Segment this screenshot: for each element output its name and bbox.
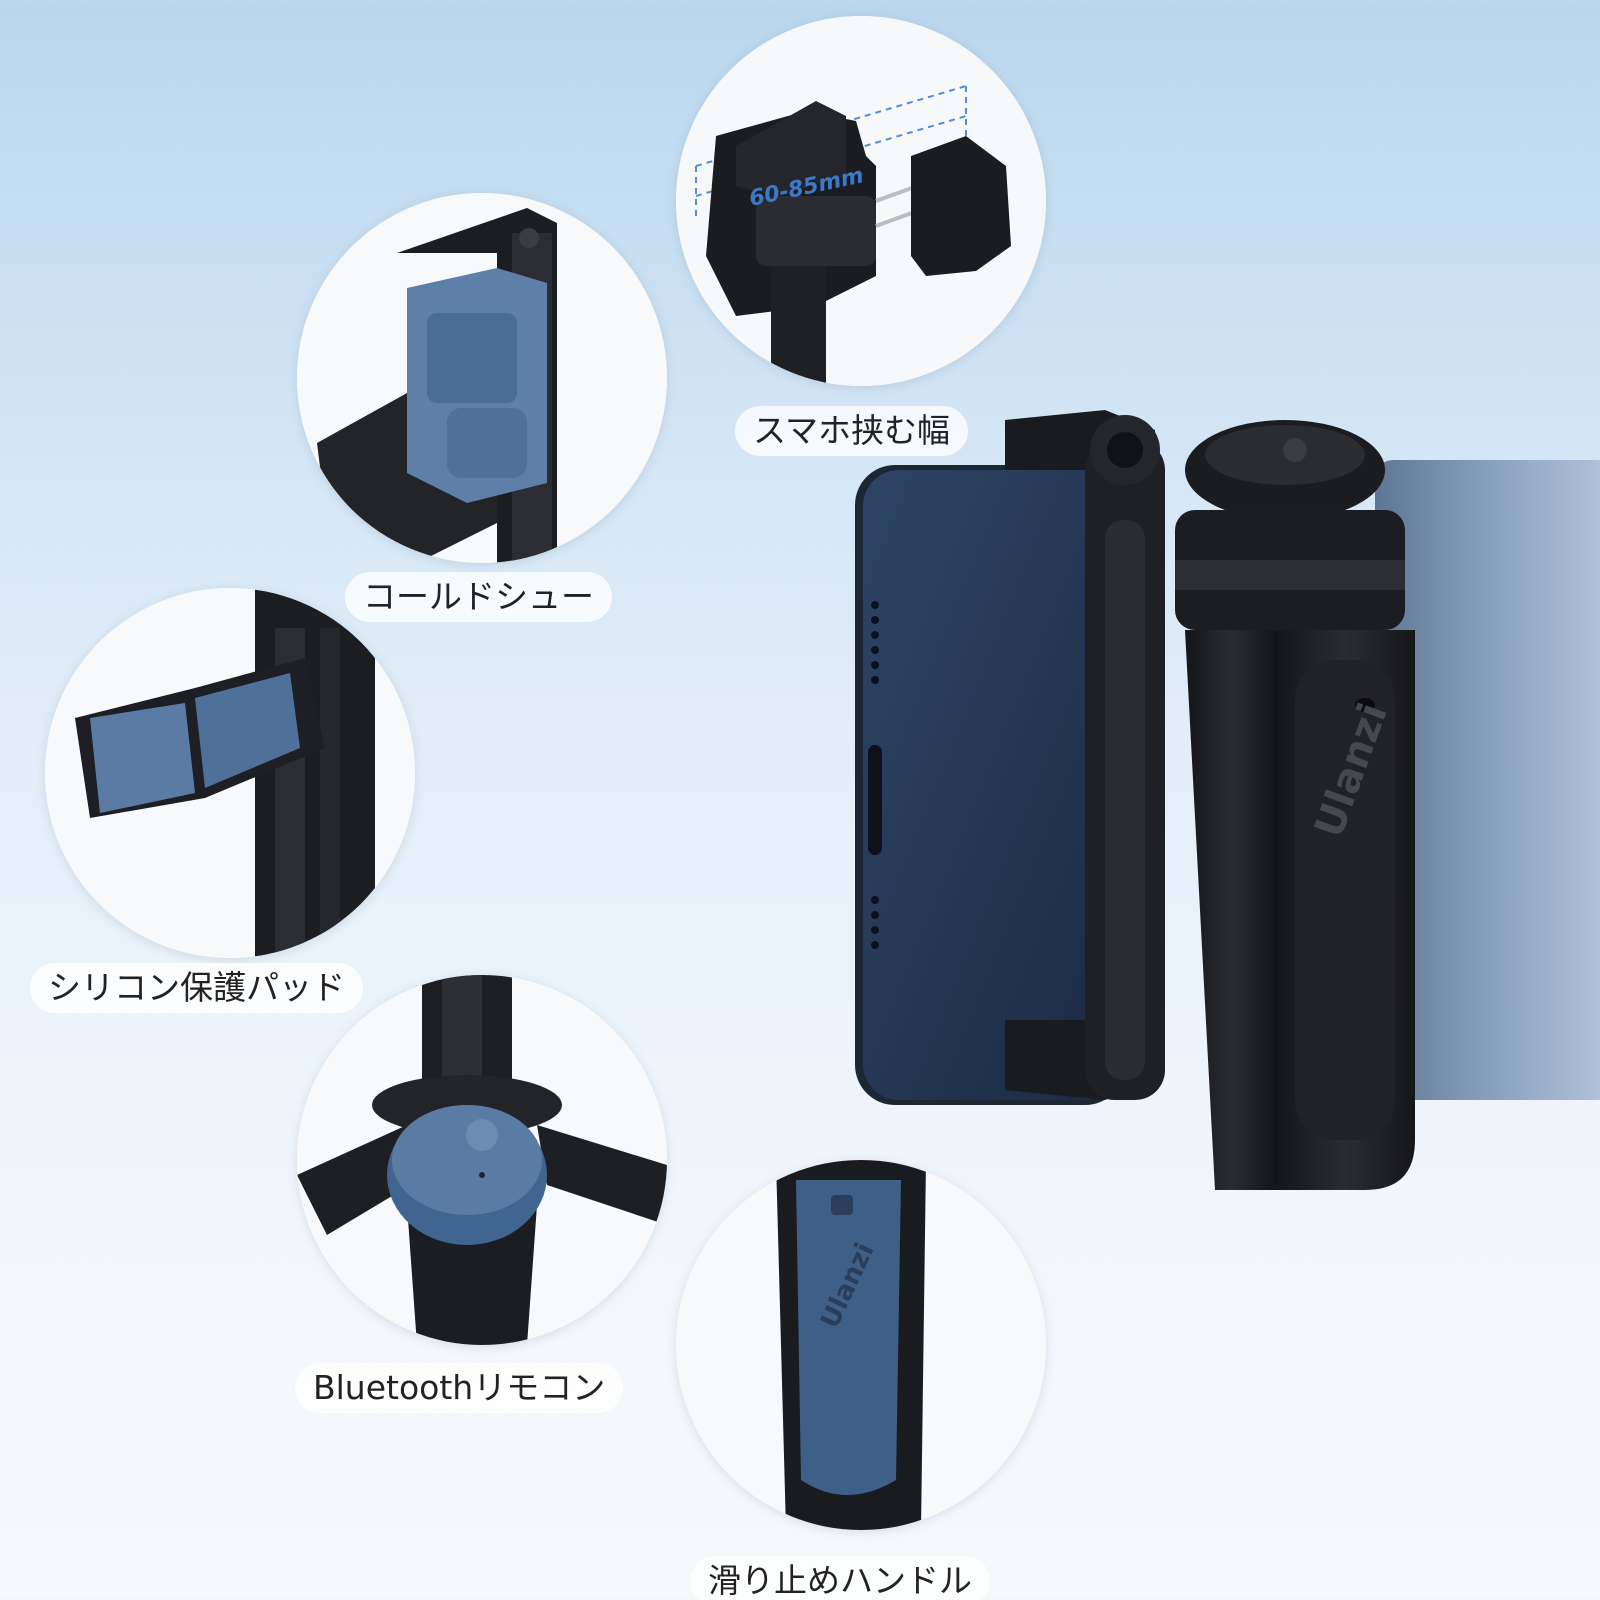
feature-circle-clamp-width: 60-85mm — [676, 16, 1046, 386]
label-non-slip-handle: 滑り止めハンドル — [690, 1556, 990, 1600]
feature-circle-silicone-pad — [45, 588, 415, 958]
feature-circle-cold-shoe — [297, 193, 667, 563]
cold-shoe-illustration — [297, 193, 667, 563]
phone-holder-product-image: Ulanzi — [855, 400, 1600, 1200]
feature-circle-non-slip-handle: Ulanzi — [676, 1160, 1046, 1530]
silicone-pad-illustration — [45, 588, 415, 958]
feature-circle-bluetooth-remote — [297, 975, 667, 1345]
bluetooth-remote-illustration — [297, 975, 667, 1345]
non-slip-handle-illustration: Ulanzi — [676, 1160, 1046, 1530]
label-cold-shoe: コールドシュー — [345, 572, 612, 622]
label-clamp-width: スマホ挟む幅 — [735, 406, 969, 456]
label-bluetooth-remote: Bluetoothリモコン — [295, 1363, 624, 1413]
label-silicone-pad: シリコン保護パッド — [30, 963, 363, 1013]
clamp-width-illustration: 60-85mm — [676, 16, 1046, 386]
